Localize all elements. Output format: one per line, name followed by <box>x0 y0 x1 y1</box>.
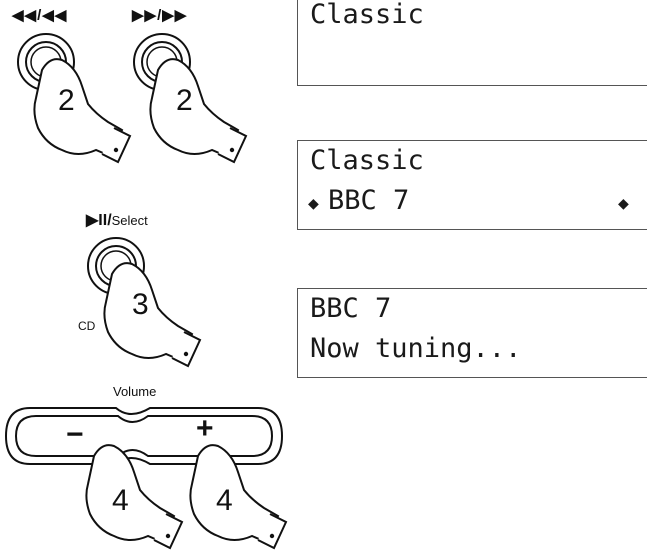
hand-pointer-icon <box>33 58 131 163</box>
hand-pointer-icon <box>149 58 247 163</box>
lcd-display-3: BBC 7 Now tuning... <box>297 288 647 378</box>
select-text: Select <box>111 213 148 228</box>
volume-rocker[interactable] <box>4 407 284 465</box>
lcd-line-1: BBC 7 <box>310 293 392 324</box>
arrow-right-icon: ◆ <box>618 193 629 214</box>
step-number: 2 <box>58 84 75 117</box>
arrow-left-icon: ◆ <box>308 193 319 214</box>
minus-icon: − <box>66 418 84 451</box>
lcd-line-1: Classic <box>310 145 424 176</box>
step-number: 2 <box>176 84 193 117</box>
step-number: 4 <box>112 484 129 517</box>
step-number: 3 <box>132 288 149 321</box>
play-pause-icon: ▶II/ <box>86 212 112 229</box>
rewind-skip-label: ◀◀/◀◀ <box>12 7 68 24</box>
lcd-line-1: Classic <box>310 0 424 30</box>
cd-label: CD <box>78 319 96 333</box>
plus-icon: + <box>196 412 214 445</box>
lcd-line-2: BBC 7 <box>328 185 410 216</box>
step-number: 4 <box>216 484 233 517</box>
forward-skip-label: ▶▶/▶▶ <box>132 7 188 24</box>
hand-pointer-icon <box>103 262 201 367</box>
play-select-label: ▶II/Select <box>86 210 148 230</box>
lcd-display-1: Classic <box>297 0 647 86</box>
lcd-line-2: Now tuning... <box>310 333 522 364</box>
volume-label: Volume <box>113 384 157 399</box>
lcd-display-2: Classic ◆ BBC 7 ◆ <box>297 140 647 230</box>
